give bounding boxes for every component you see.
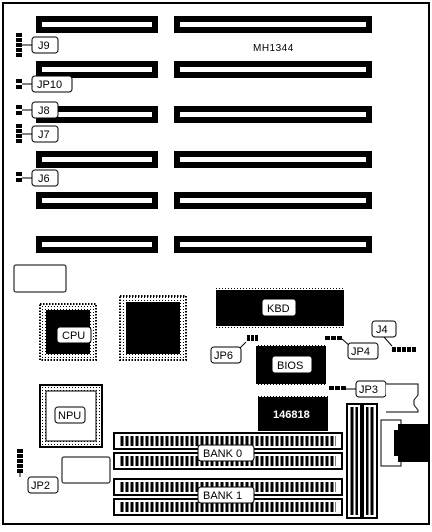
svg-text:146818: 146818 [273,409,310,421]
slot-row-5 [36,192,372,209]
slot-row-6 [36,236,372,253]
model-number: MH1344 [253,43,294,54]
slot-row-2 [36,61,372,78]
keyboard-controller: KBD [216,287,344,329]
jumper-jp3: JP3 [329,380,387,398]
svg-text:JP4: JP4 [351,346,370,358]
svg-text:JP10: JP10 [37,79,62,91]
vertical-header-strip [346,403,378,519]
jumper-j6: J6 [16,169,59,187]
bios-chip: BIOS [256,343,326,387]
svg-text:JP6: JP6 [214,350,233,362]
cpu-chip: CPU [39,303,97,361]
bank-0-label: BANK 0 [203,448,242,460]
memory-bank-1: BANK 1 [113,478,343,516]
expansion-slots [36,16,372,253]
jumper-j7: J7 [16,124,59,143]
jumper-jp10: JP10 [16,75,73,93]
connector-j4: J4 [371,320,416,352]
jumper-jp6: JP6 [210,335,258,364]
power-connector-outline [386,383,419,413]
svg-text:JP3: JP3 [359,384,378,396]
svg-text:KBD: KBD [267,303,290,315]
svg-text:J7: J7 [38,129,50,141]
jumper-jp2: JP2 [17,449,59,494]
chipset-chip [119,295,187,361]
svg-text:J9: J9 [38,40,50,52]
slot-row-3 [36,106,372,123]
svg-text:NPU: NPU [58,410,81,422]
svg-text:J6: J6 [38,173,50,185]
jumper-jp4: JP4 [325,336,379,360]
memory-bank-0: BANK 0 [113,432,343,470]
jumper-j8: J8 [16,101,59,119]
keyboard-din-connector [380,419,428,467]
npu-socket: NPU [39,384,103,448]
slot-row-1 [36,16,372,33]
battery [13,264,67,293]
oscillator [61,456,111,484]
rtc-chip: 146818 [258,394,328,434]
svg-text:CPU: CPU [62,330,85,342]
svg-text:J4: J4 [376,324,388,336]
svg-text:J8: J8 [38,105,50,117]
svg-text:JP2: JP2 [31,480,50,492]
bank-1-label: BANK 1 [203,490,242,502]
svg-text:BIOS: BIOS [277,360,303,372]
slot-row-4 [36,151,372,168]
jumper-j9: J9 [16,33,59,57]
